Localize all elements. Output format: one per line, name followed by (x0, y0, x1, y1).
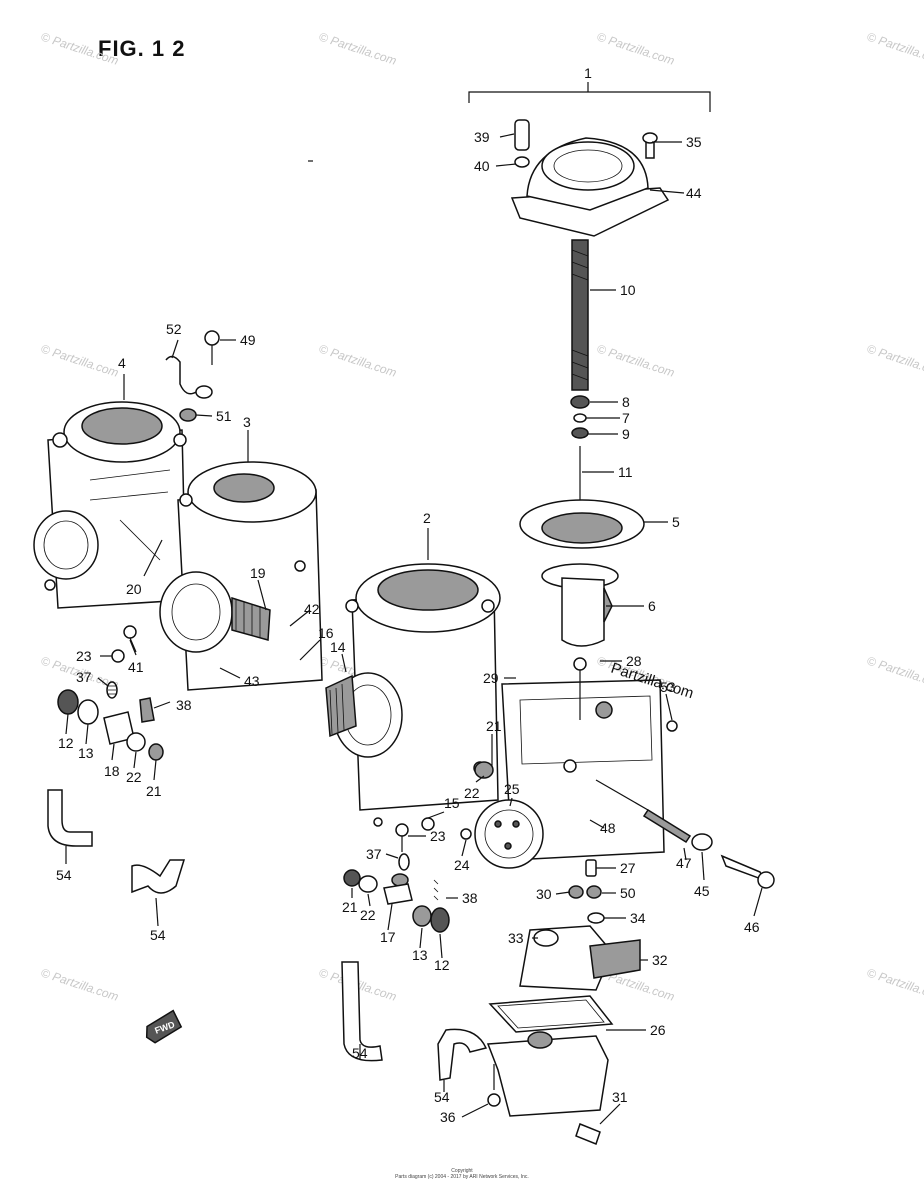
callout-17: 17 (380, 929, 396, 945)
diagram-footer: Copyright Parts diagram (c) 2004 - 2017 … (0, 1168, 924, 1180)
callout-35: 35 (686, 134, 702, 150)
callout-54: 54 (150, 927, 166, 943)
callout-36: 36 (440, 1109, 456, 1125)
callout-20: 20 (126, 581, 142, 597)
callout-54: 54 (352, 1045, 368, 1061)
watermark: © Partzilla.com (39, 342, 120, 380)
callout-16: 16 (318, 625, 334, 641)
callout-28: 28 (626, 653, 642, 669)
float-bowl-assembly (486, 925, 641, 1145)
small-parts-left (57, 330, 220, 761)
callout-11: 11 (618, 464, 633, 480)
callout-3: 3 (243, 414, 251, 430)
callout-23: 23 (430, 828, 446, 844)
carburetor-3 (159, 461, 323, 691)
callout-32: 32 (652, 952, 668, 968)
slide-needle-assembly (519, 239, 645, 647)
callout-15: 15 (444, 795, 460, 811)
callout-42: 42 (304, 601, 320, 617)
watermark: © Partzilla.com (39, 966, 120, 1004)
callout-12: 12 (58, 735, 74, 751)
callout-24: 24 (454, 857, 470, 873)
callout-40: 40 (474, 158, 490, 174)
callout-45: 45 (694, 883, 710, 899)
callout-19: 19 (250, 565, 266, 581)
watermark: © Partzilla.com (595, 30, 676, 68)
callout-39: 39 (474, 129, 490, 145)
callout-6: 6 (648, 598, 656, 614)
callout-43: 43 (244, 673, 260, 689)
watermark: © Partzilla.com (595, 342, 676, 380)
watermark: © Partzilla.com (865, 966, 924, 1004)
callout-46: 46 (744, 919, 760, 935)
callout-50: 50 (620, 885, 636, 901)
callout-37: 37 (366, 846, 382, 862)
callout-25: 25 (504, 781, 520, 797)
callout-22: 22 (360, 907, 376, 923)
callout-52: 52 (166, 321, 182, 337)
callout-9: 9 (622, 426, 630, 442)
callout-14: 14 (330, 639, 346, 655)
callout-22: 22 (464, 785, 480, 801)
callout-54: 54 (56, 867, 72, 883)
carburetor-1-body (473, 657, 678, 869)
callout-23: 23 (76, 648, 92, 664)
leader-lines (65, 133, 763, 1125)
footer-copyright: Copyright (451, 1168, 473, 1174)
callout-13: 13 (78, 745, 94, 761)
callout-47: 47 (676, 855, 692, 871)
callout-41: 41 (128, 659, 144, 675)
callout-2: 2 (423, 510, 431, 526)
forward-arrow-icon: FWD (145, 1009, 183, 1044)
watermark: © Partzilla.com (317, 30, 398, 68)
callout-53: 53 (660, 679, 676, 695)
callout-21: 21 (486, 718, 502, 734)
callout-31: 31 (612, 1089, 628, 1105)
callout-44: 44 (686, 185, 702, 201)
watermark: © Partzilla.com (317, 342, 398, 380)
callout-38: 38 (176, 697, 192, 713)
callout-29: 29 (483, 670, 499, 686)
callout-5: 5 (672, 514, 680, 530)
carburetor-2 (325, 563, 501, 831)
watermark: © Partzilla.com (865, 654, 924, 692)
watermark: © Partzilla.com (39, 30, 120, 68)
watermark: © Partzilla.com (865, 342, 924, 380)
callout-13: 13 (412, 947, 428, 963)
callout-27: 27 (620, 860, 636, 876)
callout-30: 30 (536, 886, 552, 902)
callout-21: 21 (146, 783, 162, 799)
callout-8: 8 (622, 394, 630, 410)
footer-credit: Parts diagram (c) 2004 - 2017 by ARI Net… (395, 1174, 529, 1180)
callout-4: 4 (118, 355, 126, 371)
callout-21: 21 (342, 899, 358, 915)
callout-54: 54 (434, 1089, 450, 1105)
small-parts-center (343, 761, 605, 933)
callout-51: 51 (216, 408, 232, 424)
callout-12: 12 (434, 957, 450, 973)
callout-22: 22 (126, 769, 142, 785)
callout-38: 38 (462, 890, 478, 906)
callout-7: 7 (622, 410, 630, 426)
callout-33: 33 (508, 930, 524, 946)
top-cap-assembly (510, 119, 670, 237)
callout-18: 18 (104, 763, 120, 779)
callout-layer: 1 39 35 40 44 10 52 49 4 8 51 7 3 9 11 2… (56, 65, 760, 1125)
watermark: © Partzilla.com (865, 30, 924, 68)
callout-26: 26 (650, 1022, 666, 1038)
assembly-bracket (468, 82, 711, 112)
callout-1: 1 (584, 65, 592, 81)
callout-48: 48 (600, 820, 616, 836)
pilot-screw-assembly (595, 779, 775, 889)
callout-37: 37 (76, 669, 92, 685)
carburetor-4 (33, 401, 187, 609)
hoses (47, 789, 488, 1081)
callout-34: 34 (630, 910, 646, 926)
callout-10: 10 (620, 282, 636, 298)
figure-title: FIG. 1 2 (98, 36, 186, 61)
callout-49: 49 (240, 332, 256, 348)
